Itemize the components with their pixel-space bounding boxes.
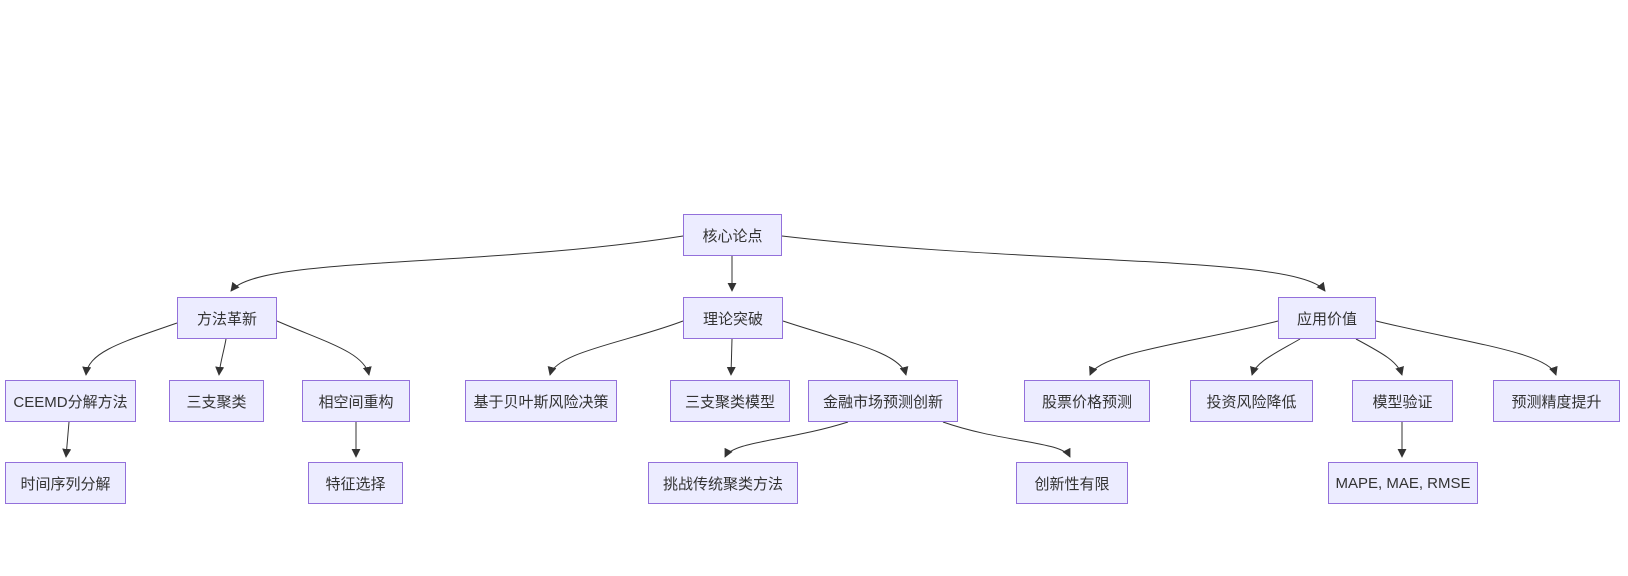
node-investment-risk-reduction: 投资风险降低 — [1190, 380, 1313, 422]
node-limited-innovation: 创新性有限 — [1016, 462, 1128, 504]
edge-method-innovation-to-ceemd-decomposition — [82, 322, 178, 376]
edge-application-value-to-investment-risk-reduction — [1250, 338, 1301, 376]
edge-theory-breakthrough-to-bayesian-risk-decision — [547, 320, 684, 376]
node-application-value: 应用价值 — [1278, 297, 1376, 339]
node-three-way-clustering: 三支聚类 — [169, 380, 264, 422]
node-stock-price-prediction: 股票价格预测 — [1024, 380, 1150, 422]
edge-method-innovation-to-three-way-clustering — [215, 338, 227, 376]
edge-application-value-to-stock-price-prediction — [1089, 320, 1279, 376]
node-model-validation: 模型验证 — [1352, 380, 1453, 422]
node-phase-space-reconstruction: 相空间重构 — [302, 380, 410, 422]
edge-application-value-to-prediction-accuracy-improvement — [1375, 320, 1558, 376]
edge-application-value-to-model-validation — [1355, 338, 1404, 376]
node-theory-breakthrough: 理论突破 — [683, 297, 783, 339]
node-core-thesis: 核心论点 — [683, 214, 782, 256]
edge-theory-breakthrough-to-three-way-clustering-model — [726, 338, 736, 376]
node-evaluation-metrics: MAPE, MAE, RMSE — [1328, 462, 1478, 504]
node-ceemd-decomposition: CEEMD分解方法 — [5, 380, 136, 422]
edge-core-thesis-to-application-value — [781, 235, 1326, 292]
node-time-series-decomposition: 时间序列分解 — [5, 462, 126, 504]
node-bayesian-risk-decision: 基于贝叶斯风险决策 — [465, 380, 617, 422]
node-financial-market-prediction-innovation: 金融市场预测创新 — [808, 380, 958, 422]
node-prediction-accuracy-improvement: 预测精度提升 — [1493, 380, 1620, 422]
edge-theory-breakthrough-to-financial-market-prediction-innovation — [782, 320, 909, 376]
edge-method-innovation-to-phase-space-reconstruction — [276, 320, 372, 376]
edge-core-thesis-to-method-innovation — [230, 235, 684, 292]
node-three-way-clustering-model: 三支聚类模型 — [670, 380, 790, 422]
node-feature-selection: 特征选择 — [308, 462, 403, 504]
node-method-innovation: 方法革新 — [177, 297, 277, 339]
node-challenge-traditional-clustering: 挑战传统聚类方法 — [648, 462, 798, 504]
edge-financial-market-prediction-innovation-to-limited-innovation — [942, 421, 1071, 458]
edge-ceemd-decomposition-to-time-series-decomposition — [62, 421, 72, 458]
edge-financial-market-prediction-innovation-to-challenge-traditional-clustering — [724, 421, 849, 458]
